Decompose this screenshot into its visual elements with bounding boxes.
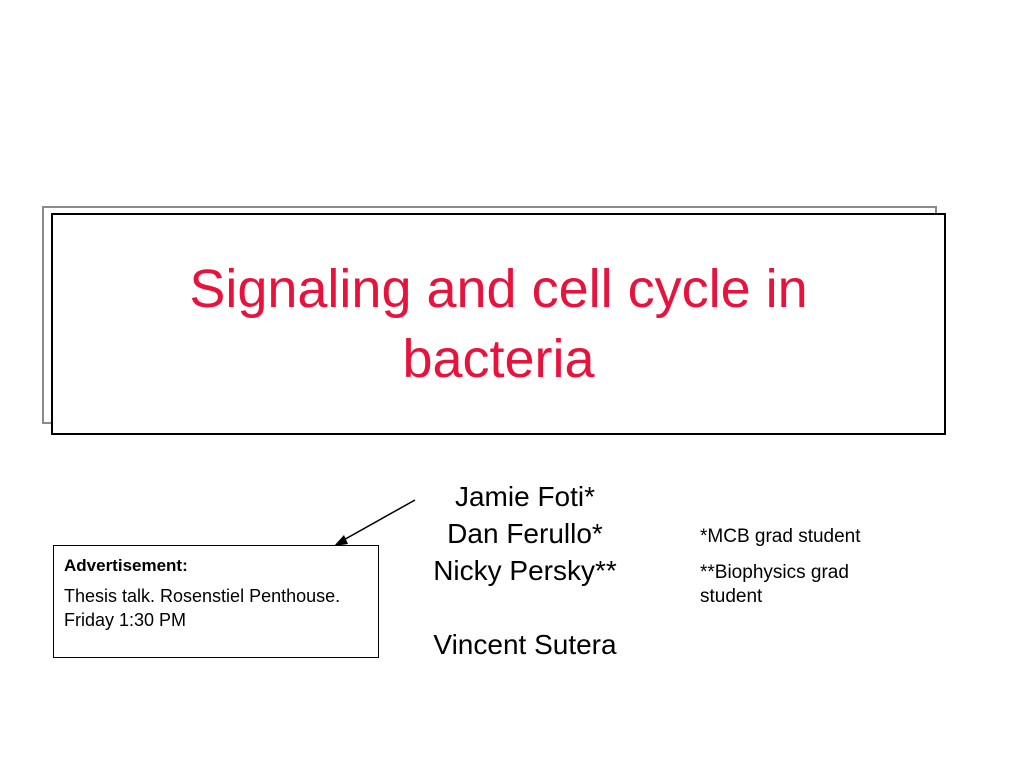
author-spacer: [390, 589, 660, 626]
author-list: Jamie Foti* Dan Ferullo* Nicky Persky** …: [390, 478, 660, 663]
slide-title-line-1: Signaling and cell cycle in: [189, 259, 808, 319]
footnote-biophysics: **Biophysics grad student: [700, 562, 849, 607]
title-box: Signaling and cell cycle in bacteria: [51, 213, 946, 435]
footnote-legend: *MCB grad student **Biophysics grad stud…: [700, 525, 910, 621]
advertisement-box: Advertisement: Thesis talk. Rosenstiel P…: [53, 545, 379, 658]
footnote-mcb: *MCB grad student: [700, 526, 861, 547]
advertisement-heading: Advertisement:: [64, 556, 188, 575]
author-name: Dan Ferullo*: [447, 518, 603, 549]
author-name: Nicky Persky**: [433, 555, 617, 586]
advisor-name: Vincent Sutera: [433, 629, 617, 660]
author-name: Jamie Foti*: [454, 481, 596, 512]
slide-title-line-2: bacteria: [402, 329, 595, 389]
advertisement-body: Thesis talk. Rosenstiel Penthouse. Frida…: [64, 586, 341, 630]
arrow-icon: [334, 499, 416, 546]
